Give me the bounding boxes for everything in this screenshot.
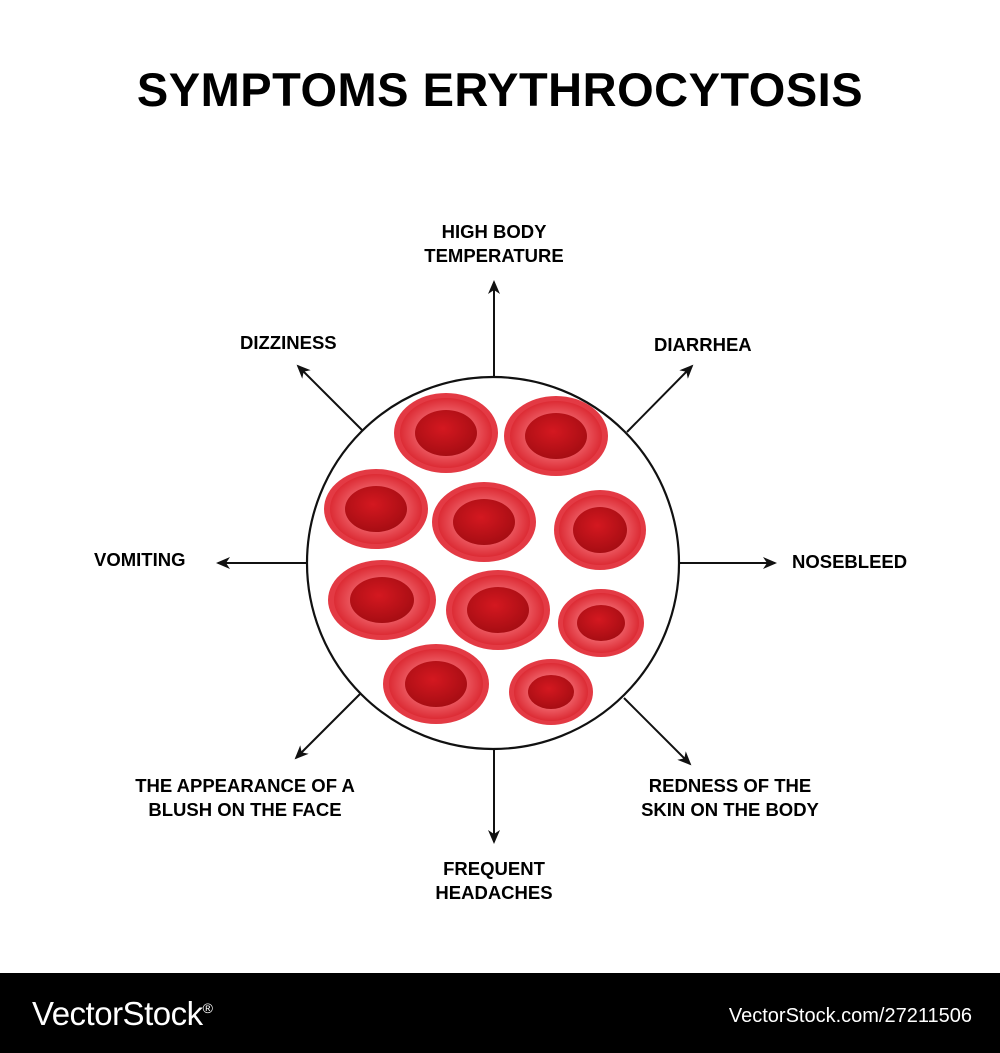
brand-name: VectorStock: [32, 995, 203, 1032]
red-blood-cells: [324, 393, 646, 725]
red-blood-cell: [383, 644, 489, 724]
arrow-up-right: [626, 364, 694, 433]
stock-id: VectorStock.com/27211506: [728, 1005, 972, 1027]
arrow-down-right: [623, 697, 692, 766]
red-blood-cell: [394, 393, 498, 473]
label-diarrhea: DIARRHEA: [654, 334, 752, 355]
arrow-up-left: [296, 364, 365, 433]
red-blood-cell: [558, 589, 644, 657]
registered-mark: ®: [202, 1000, 213, 1016]
label-high-body-temperature: HIGH BODY TEMPERATURE: [424, 221, 564, 266]
label-redness-of-the-skin: REDNESS OF THE SKIN ON THE BODY: [641, 775, 819, 820]
arrow-down-left: [294, 691, 363, 760]
label-vomiting: VOMITING: [94, 549, 186, 570]
label-blush-on-the-face: THE APPEARANCE OF A BLUSH ON THE FACE: [135, 775, 355, 820]
red-blood-cell: [432, 482, 536, 562]
label-dizziness: DIZZINESS: [240, 332, 337, 353]
arrows: [216, 280, 777, 844]
label-frequent-headaches: FREQUENT HEADACHES: [435, 858, 553, 903]
footer-bar: VectorStock® VectorStock.com/27211506: [0, 973, 1000, 1053]
symptom-diagram: [216, 280, 777, 844]
red-blood-cell: [324, 469, 428, 549]
red-blood-cell: [446, 570, 550, 650]
red-blood-cell: [328, 560, 436, 640]
red-blood-cell: [509, 659, 593, 725]
label-nosebleed: NOSEBLEED: [792, 551, 908, 572]
diagram-title: SYMPTOMS ERYTHROCYTOSIS: [136, 63, 864, 116]
brand-logo: VectorStock®: [32, 995, 213, 1033]
red-blood-cell: [554, 490, 646, 570]
red-blood-cell: [504, 396, 608, 476]
